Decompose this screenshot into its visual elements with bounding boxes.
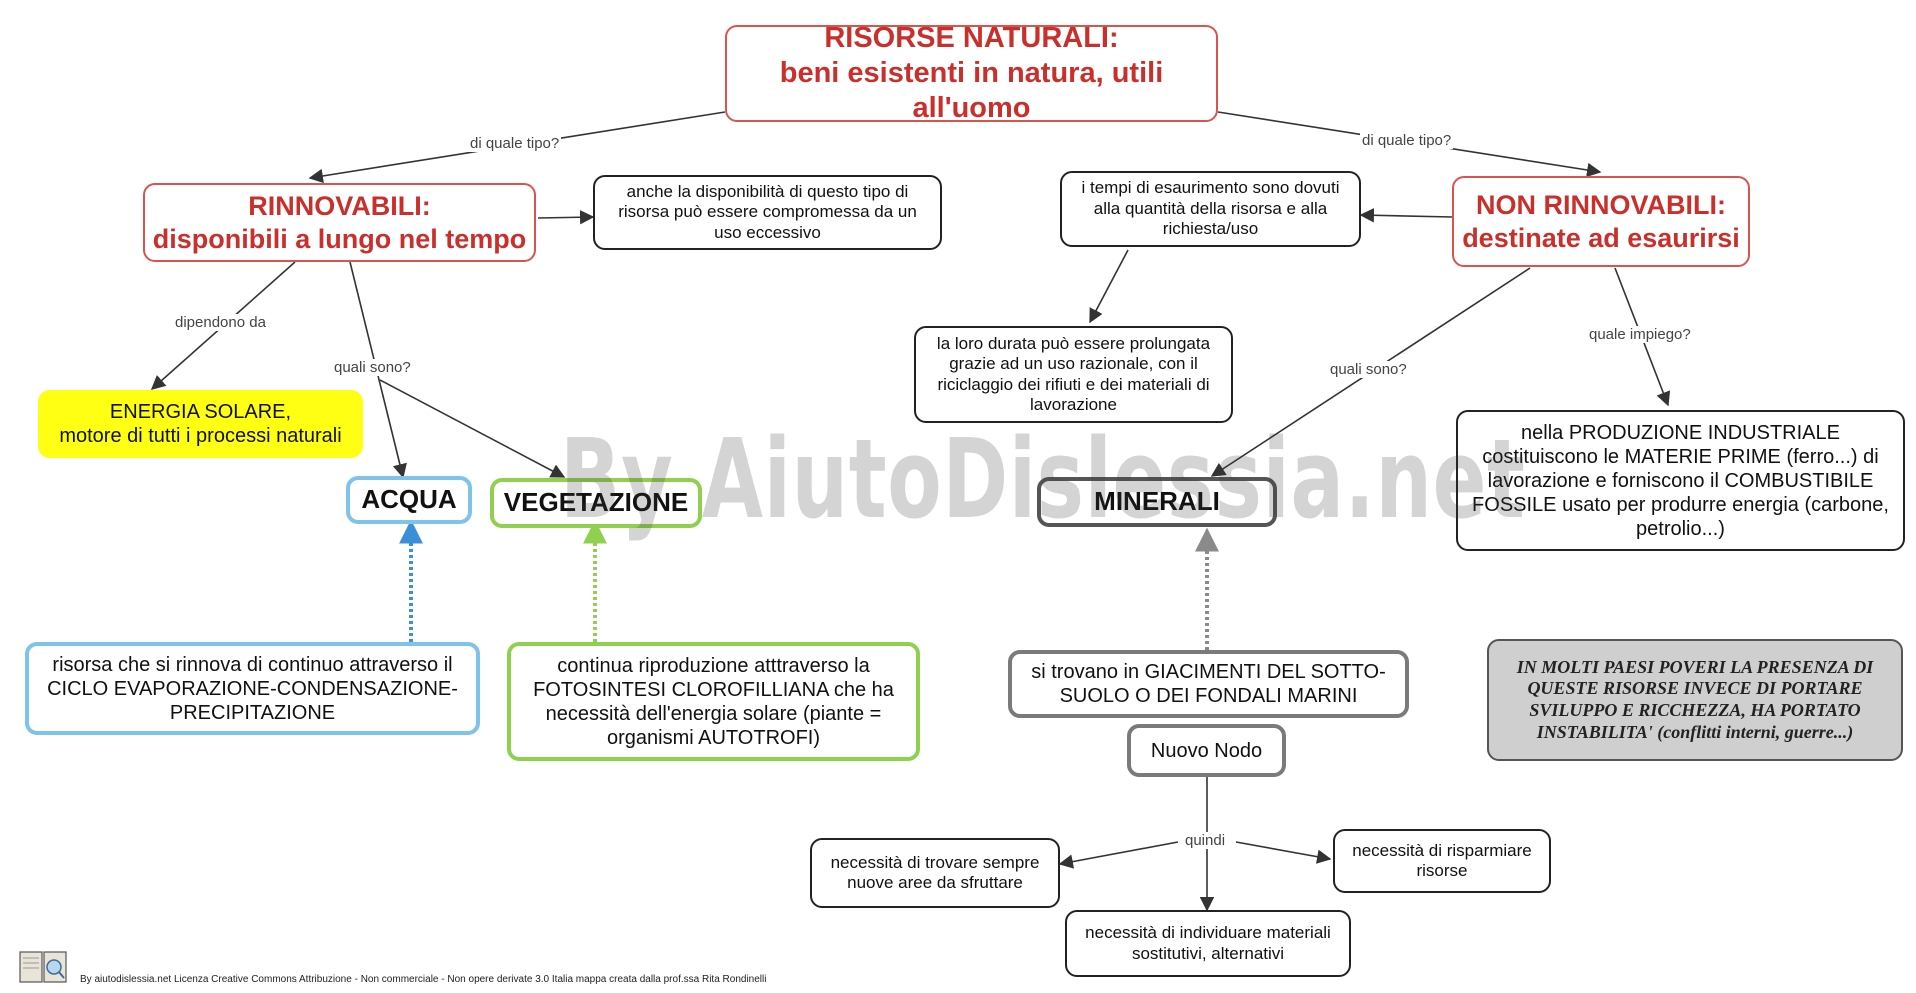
energia-title: ENERGIA SOLARE, <box>109 401 292 423</box>
root-subtitle: beni esistenti in natura, utili all'uomo <box>779 57 1164 124</box>
node-acqua[interactable]: ACQUA <box>346 476 472 524</box>
link-label-quindi: quindi <box>1183 832 1228 849</box>
link-rinnovabili-to-note <box>537 210 595 225</box>
energia-subtitle: motore di tutti i processi naturali <box>59 425 342 447</box>
node-nuovo-nodo[interactable]: Nuovo Nodo <box>1127 724 1286 777</box>
link-quindi-to-risparmiare <box>1235 841 1332 864</box>
link-label-quale-impiego: quale impiego? <box>1587 326 1693 343</box>
rinnovabili-subtitle: disponibili a lungo nel tempo <box>152 223 527 254</box>
node-minerali[interactable]: MINERALI <box>1037 477 1277 527</box>
link-label-di-quale-tipo-right: di quale tipo? <box>1360 132 1454 149</box>
node-risparmiare-risorse[interactable]: necessità di risparmiare risorse <box>1333 829 1551 893</box>
node-energia-solare[interactable]: ENERGIA SOLARE, motore di tutti i proces… <box>38 390 363 458</box>
node-note-durata[interactable]: la loro durata può essere prolungata gra… <box>914 326 1233 423</box>
root-title: RISORSE NATURALI: <box>824 22 1119 55</box>
node-acqua-desc[interactable]: risorsa che si rinnova di continuo attra… <box>25 642 480 735</box>
node-nuove-aree[interactable]: necessità di trovare sempre nuove aree d… <box>810 838 1060 908</box>
book-logo-icon <box>19 951 67 983</box>
footer-credits: By aiutodislessia.net Licenza Creative C… <box>80 974 767 985</box>
link-label-quali-sono-left: quali sono? <box>332 359 413 376</box>
node-vegetazione-desc[interactable]: continua riproduzione atttraverso la FOT… <box>507 642 920 761</box>
node-non-rinnovabili[interactable]: NON RINNOVABILI: destinate ad esaurirsi <box>1452 176 1750 267</box>
non-rinnovabili-subtitle: destinate ad esaurirsi <box>1462 222 1740 253</box>
node-note-esaurimento[interactable]: i tempi di esaurimento sono dovuti alla … <box>1060 171 1361 247</box>
link-label-dipendono-da: dipendono da <box>173 314 268 331</box>
node-rinnovabili[interactable]: RINNOVABILI: disponibili a lungo nel tem… <box>143 183 536 262</box>
non-rinnovabili-title: NON RINNOVABILI: <box>1476 190 1726 221</box>
link-non-rinnovabili-to-note <box>1359 208 1453 223</box>
node-note-rinnovabili[interactable]: anche la disponibilità di questo tipo di… <box>593 175 942 250</box>
link-quindi-to-aree <box>1058 841 1179 869</box>
node-vegetazione[interactable]: VEGETAZIONE <box>490 478 702 528</box>
node-materiali-alternativi[interactable]: necessità di individuare materiali sosti… <box>1065 910 1351 977</box>
rinnovabili-title: RINNOVABILI: <box>248 191 431 222</box>
node-produzione-industriale[interactable]: nella PRODUZIONE INDUSTRIALE costituisco… <box>1456 410 1905 551</box>
node-paesi-poveri[interactable]: IN MOLTI PAESI POVERI LA PRESENZA DI QUE… <box>1487 639 1903 761</box>
node-minerali-desc[interactable]: si trovano in GIACIMENTI DEL SOTTO-SUOLO… <box>1008 650 1409 718</box>
link-label-di-quale-tipo-left: di quale tipo? <box>468 135 562 152</box>
link-rinnovabili-to-vegetazione <box>379 379 566 478</box>
link-esaurimento-to-durata <box>1089 249 1129 324</box>
node-risorse-naturali[interactable]: RISORSE NATURALI: beni esistenti in natu… <box>725 22 1218 124</box>
watermark: By AiutoDislessia.net <box>560 415 1526 543</box>
link-label-quali-sono-right: quali sono? <box>1328 361 1409 378</box>
